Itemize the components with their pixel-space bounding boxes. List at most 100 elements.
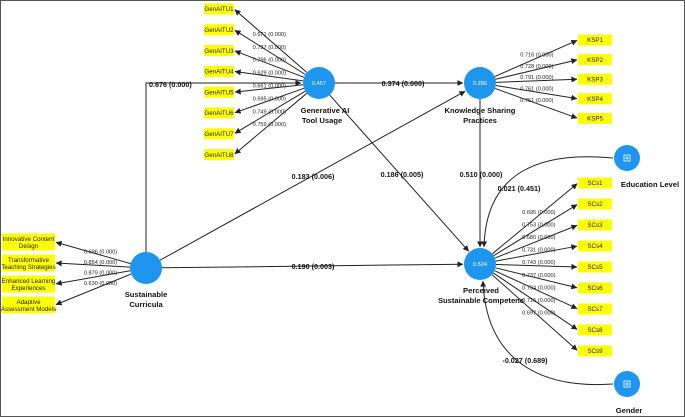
indicator-box-scs2 [578, 198, 612, 210]
indicator-box-sc2 [2, 254, 55, 272]
indicator-label: SCs1 [587, 180, 603, 187]
construct-label-ksp: Practices [463, 116, 497, 125]
loading-value: 0.695 (0.000) [253, 96, 286, 102]
path-arrow-sc-ksp [159, 90, 466, 261]
indicator-box-scs8 [578, 324, 612, 336]
construct-label-gai: Generative AI [301, 106, 350, 115]
loading-value: 0.753 (0.000) [522, 222, 555, 228]
indicator-box-scs6 [578, 282, 612, 294]
loading-value: 0.695 (0.000) [522, 210, 555, 216]
path-arrow-gai-psc [329, 94, 470, 252]
loading-arrow [234, 29, 306, 75]
loading-arrow [495, 267, 578, 290]
path-coefficient-gai-psc: 0.186 (0.005) [381, 170, 424, 179]
indicator-box-genaitu4 [204, 65, 234, 77]
loading-arrow [492, 183, 578, 255]
loading-arrow [494, 87, 578, 119]
loading-arrow [494, 270, 578, 310]
indicator-box-genaitu2 [204, 24, 234, 36]
indicator-box-scs3 [578, 219, 612, 231]
indicator-label: SCs6 [587, 285, 603, 292]
loading-arrow [55, 270, 131, 286]
path-coefficient-gen-psc: -0.027 (0.689) [502, 356, 548, 365]
indicator-label: KSP2 [587, 57, 603, 64]
indicator-label: KSP4 [587, 96, 603, 103]
loading-arrow [234, 90, 306, 134]
indicator-box-scs9 [578, 345, 612, 357]
loading-arrow [234, 92, 308, 155]
indicator-label-line1: Adaptive [16, 299, 41, 306]
indicator-box-ksp2 [578, 54, 612, 66]
indicator-label: SCs3 [587, 222, 603, 229]
indicator-label: KSP1 [587, 37, 603, 44]
indicator-label: SCs2 [587, 201, 603, 208]
indicator-box-ksp4 [578, 93, 612, 105]
construct-label-psc: Sustainable Competenc [438, 296, 524, 305]
indicator-label: KSP5 [587, 116, 603, 123]
loading-arrow [495, 244, 578, 262]
indicator-label-line1: Transformative [8, 257, 50, 264]
construct-knowledge-sharing [464, 67, 496, 99]
r-squared-ksp: 0.266 [473, 81, 487, 87]
construct-label-gen: Gender [616, 406, 643, 415]
indicator-label: KSP3 [587, 76, 603, 83]
indicator-box-sc4 [2, 296, 55, 314]
loading-value: 0.661 (0.000) [253, 84, 286, 90]
indicator-label: SCs8 [587, 327, 603, 334]
indicator-box-scs1 [578, 177, 612, 189]
path-arrow-sc-gai [145, 80, 302, 252]
indicator-box-genaitu6 [204, 107, 234, 119]
loading-value: 0.796 (0.000) [253, 58, 286, 64]
construct-sustainable-curricula [130, 252, 162, 284]
loading-value: 0.751 (0.000) [520, 98, 553, 104]
indicator-label: GenAITU5 [204, 89, 234, 96]
indicator-box-scs7 [578, 303, 612, 315]
loading-value: 0.737 (0.000) [253, 45, 286, 51]
path-coefficient-gai-ksp: 0.374 (0.000) [382, 79, 425, 88]
plus-square-icon [623, 154, 631, 162]
construct-label-edu: Education Level [621, 180, 679, 189]
loading-arrow [495, 58, 578, 80]
loading-arrow [495, 263, 578, 270]
indicator-label: SCs5 [587, 264, 603, 271]
indicator-box-genaitu8 [204, 149, 234, 161]
indicator-box-ksp3 [578, 73, 612, 85]
indicator-box-sc3 [2, 275, 55, 293]
indicator-label-line2: Design [19, 243, 39, 250]
plus-square-icon [623, 380, 631, 388]
loading-arrow [55, 260, 131, 268]
loading-value: 0.731 (0.000) [522, 248, 555, 254]
loading-arrow [491, 274, 578, 351]
construct-label-gai: Tool Usage [302, 116, 342, 125]
indicator-label: SCs9 [587, 348, 603, 355]
indicator-box-sc1 [2, 233, 55, 251]
indicator-box-ksp1 [578, 34, 612, 46]
path-coefficient-sc-gai: 0.676 (0.000) [149, 80, 192, 89]
indicator-label: GenAITU1 [204, 6, 234, 13]
construct-label-sc: Sustainable [125, 290, 168, 299]
loading-value: 0.680 (0.000) [522, 235, 555, 241]
loading-arrow [234, 87, 305, 114]
loading-arrow [234, 50, 305, 78]
indicator-label: SCs7 [587, 306, 603, 313]
path-arrow-gen-psc [480, 280, 614, 386]
loading-value: 0.697 (0.000) [522, 311, 555, 317]
loading-value: 0.728 (0.000) [520, 64, 553, 70]
loading-value: 0.716 (0.000) [522, 298, 555, 304]
loading-value: 0.696 (0.000) [84, 249, 117, 255]
indicator-label-line1: Enhanced Learning [2, 278, 56, 285]
construct-label-ksp: Knowledge Sharing [445, 106, 516, 115]
indicator-label-line1: Innovative Content [3, 236, 55, 243]
loading-arrow [494, 224, 578, 259]
loading-value: 0.737 (0.000) [522, 273, 555, 279]
indicator-label-line2: Assessment Models [1, 306, 56, 313]
path-coefficient-ksp-psc: 0.510 (0.000) [460, 170, 503, 179]
loading-arrow [495, 76, 578, 83]
loading-value: 0.734 (0.000) [522, 285, 555, 291]
construct-label-sc: Curricula [129, 300, 163, 309]
loading-arrow [493, 204, 578, 257]
construct-label-psc: Perceived [463, 286, 499, 295]
loading-arrow [495, 85, 578, 101]
